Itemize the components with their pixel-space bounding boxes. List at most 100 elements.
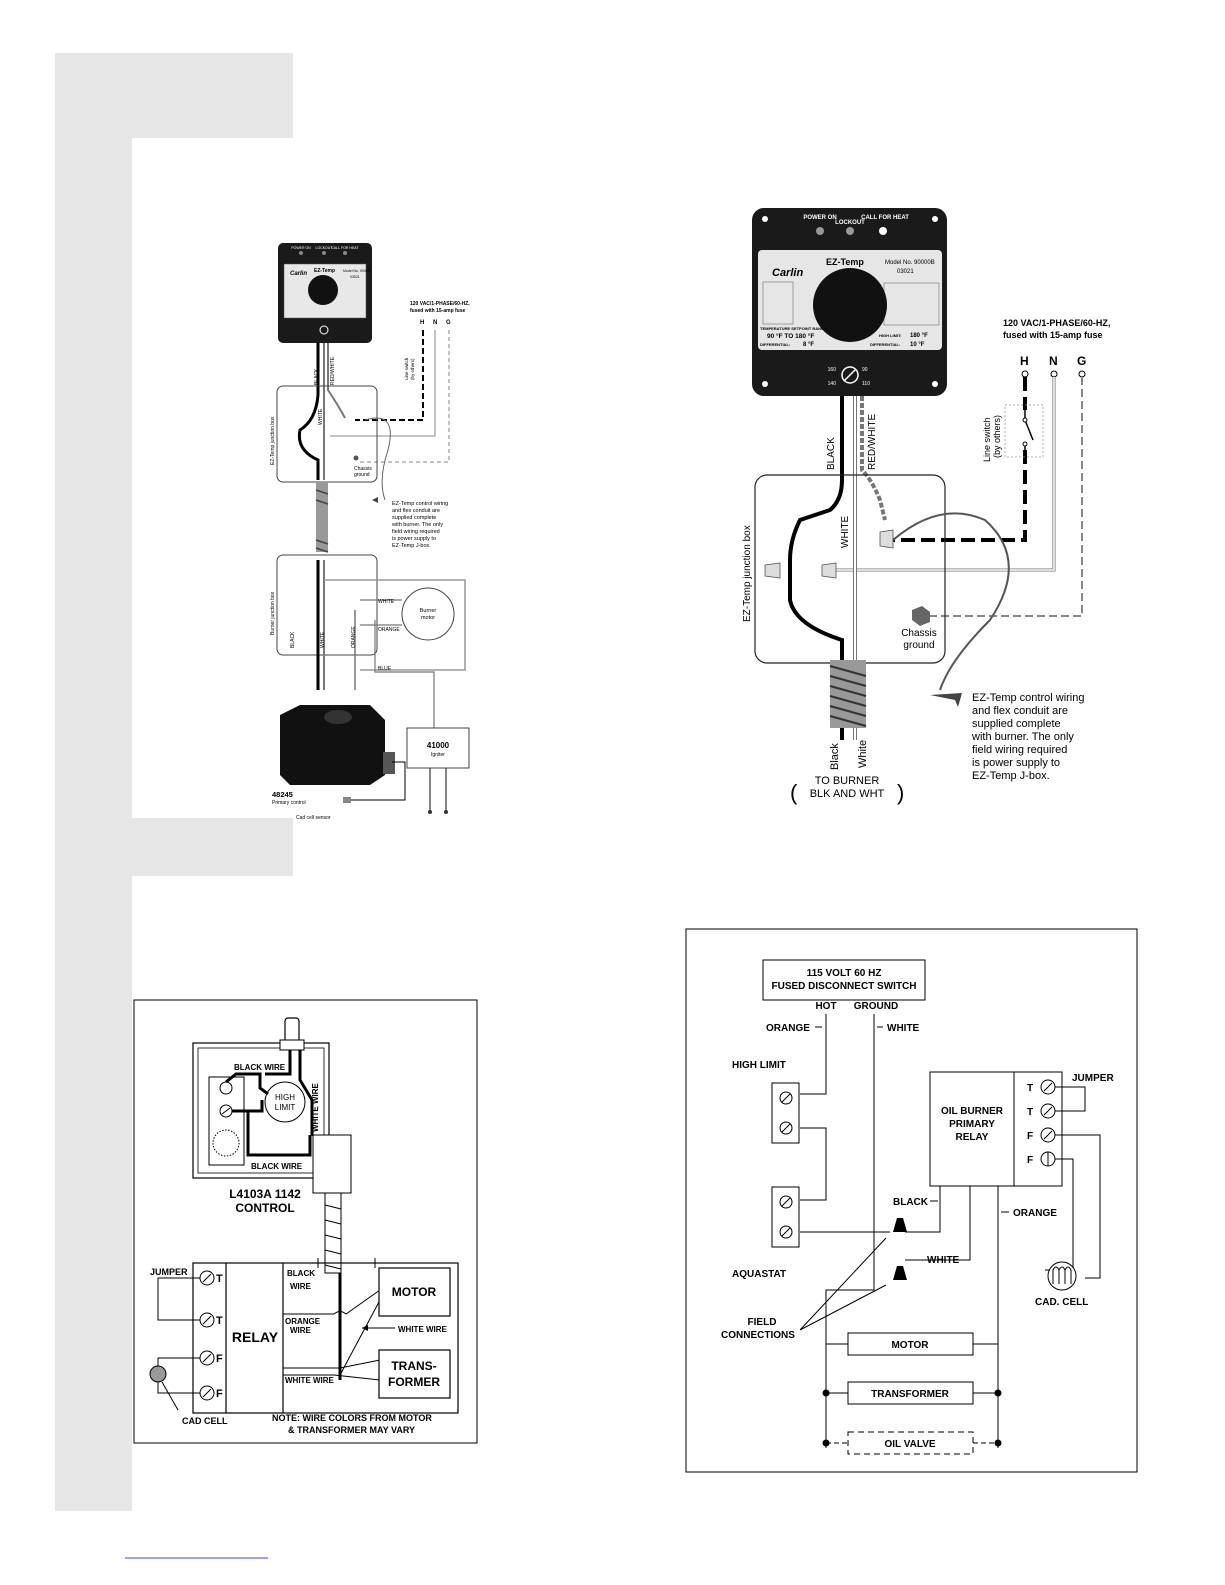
br-wire-nut-2	[893, 1266, 907, 1280]
tl-wire-blue: BLUE	[378, 666, 392, 672]
tl-burner-jbox-label: Burner junction box	[270, 591, 276, 635]
tl-led-lockout: LOCKOUT	[316, 246, 334, 250]
tl-power-note-1: 120 VAC/1-PHASE/60-HZ,	[410, 301, 470, 307]
br-wire-nut-1	[893, 1218, 907, 1232]
tl-cad-cell-sensor: Cad cell sensor	[296, 815, 331, 821]
tl-note-5: is power supply to	[392, 536, 436, 542]
br-field-2: CONNECTIONS	[721, 1330, 795, 1341]
br-field-1: FIELD	[748, 1317, 777, 1328]
bl-white-wire-vertical: WHITE WIRE	[311, 1082, 320, 1132]
tr-spec-diff-val: 8 °F	[803, 342, 814, 348]
bl-high-limit-1: HIGH	[275, 1093, 295, 1102]
br-orange-right: ORANGE	[1013, 1208, 1057, 1219]
bl-cad-cell-label: CAD CELL	[182, 1416, 228, 1426]
tr-spec-diff-right: DIFFERENTIAL:	[870, 342, 900, 347]
bl-high-limit	[264, 1081, 306, 1123]
tl-note-6: EZ-Temp J-box.	[392, 543, 431, 549]
tl-igniter	[406, 727, 470, 769]
tr-lead-black: Black	[829, 743, 841, 770]
bl-control-title-1: L4103A 1142	[229, 1187, 301, 1201]
tr-terminal-n: N	[1049, 354, 1058, 368]
tr-spec-high-val: 180 °F	[910, 333, 928, 339]
tr-note-3: with burner. The only	[971, 731, 1074, 743]
tr-spec-high-limit: HIGH LIMIT:	[879, 333, 901, 338]
br-terminal-t1: T	[1027, 1083, 1033, 1094]
bl-black-wire-label-2: WIRE	[290, 1282, 312, 1291]
tl-wire-orange: ORANGE	[351, 626, 357, 648]
tl-line-switch-1: Line switch	[404, 357, 409, 380]
tr-device-code: 03021	[897, 269, 914, 275]
br-primary-relay	[929, 1071, 1015, 1187]
svg-text:): )	[897, 780, 904, 805]
tr-wire-redwhite: RED/WHITE	[867, 414, 878, 470]
br-relay-1: OIL BURNER	[941, 1106, 1004, 1117]
tr-device-model: Model No. 90000B	[885, 260, 935, 266]
tr-jbox-label: EZ-Temp junction box	[742, 525, 753, 622]
tr-led-call: CALL FOR HEAT	[861, 215, 909, 221]
bl-orange-wire-label-1: ORANGE	[285, 1317, 321, 1326]
tl-device-model: Model No. 90000	[343, 269, 370, 273]
tl-note-1: and flex conduit are	[392, 508, 440, 514]
tr-dial-140: 140	[828, 381, 837, 387]
tr-note-4: field wiring required	[972, 744, 1067, 756]
tr-led-lockout-dot	[846, 227, 854, 235]
bl-terminal-t1: T	[216, 1273, 223, 1285]
tr-led-call-dot	[879, 227, 887, 235]
tr-setpoint-dial	[813, 268, 887, 342]
br-terminal-t2: T	[1027, 1107, 1033, 1118]
panel-top-right-wiring: POWER ON LOCKOUT CALL FOR HEAT Carlin EZ…	[742, 208, 1110, 805]
tr-dial-160: 160	[828, 367, 837, 373]
tl-led-power: POWER ON	[291, 246, 311, 250]
br-white-mid: WHITE	[927, 1255, 960, 1266]
bl-black-wire-bottom: BLACK WIRE	[251, 1162, 303, 1171]
bl-white-wire-bottom: WHITE WIRE	[285, 1376, 335, 1385]
br-orange-top: ORANGE	[766, 1023, 810, 1034]
tr-terminal-g: G	[1077, 354, 1086, 368]
br-oil-valve	[847, 1431, 974, 1455]
tl-primary-label: Primary control	[272, 800, 306, 806]
tl-device-code: 03021	[350, 275, 360, 279]
bl-terminal-t2: T	[216, 1315, 223, 1327]
bl-transformer-2: FORMER	[388, 1375, 440, 1389]
tl-wire-black: BLACK	[314, 368, 320, 385]
br-oil-valve-label: OIL VALVE	[884, 1439, 935, 1450]
tl-note-4: field wiring required	[392, 529, 440, 535]
tl-igniter-model: 41000	[427, 741, 450, 750]
bl-note-2: & TRANSFORMER MAY VARY	[288, 1425, 415, 1435]
tl-device-title: EZ-Temp	[314, 268, 335, 274]
tl-terminal-h: H	[420, 320, 424, 326]
br-terminal-f1: F	[1027, 1131, 1033, 1142]
tr-note-2: supplied complete	[972, 718, 1061, 730]
bl-relay	[192, 1262, 459, 1414]
tr-chassis-ground-2: ground	[903, 640, 934, 651]
tr-device-brand: Carlin	[772, 267, 803, 279]
br-jumper: JUMPER	[1072, 1073, 1114, 1084]
tr-to-burner-2: BLK AND WHT	[810, 788, 885, 800]
tr-led-power: POWER ON	[803, 215, 836, 221]
bl-black-wire-top: BLACK WIRE	[234, 1063, 286, 1072]
br-motor	[847, 1332, 974, 1356]
tl-terminal-g: G	[446, 320, 451, 326]
tl-wire-white-2: WHITE	[320, 631, 326, 648]
tl-wire-black-2: BLACK	[290, 631, 296, 648]
bl-relay-label: RELAY	[232, 1329, 279, 1345]
tr-note-6: EZ-Temp J-box.	[972, 770, 1050, 782]
bl-jumper: JUMPER	[150, 1267, 188, 1277]
tr-note-5: is power supply to	[972, 757, 1060, 769]
tr-wire-black: BLACK	[826, 437, 837, 470]
tr-led-power-dot	[816, 227, 824, 235]
bl-transformer	[378, 1349, 451, 1399]
tr-device-title: EZ-Temp	[826, 257, 864, 267]
tr-terminal-h: H	[1020, 354, 1029, 368]
tr-line-switch-1: Line switch	[982, 417, 992, 462]
br-black: BLACK	[893, 1197, 929, 1208]
tl-line-switch-2: (by others)	[410, 358, 415, 380]
tl-burner-motor-1: Burner	[420, 608, 437, 614]
br-white-top: WHITE	[887, 1023, 920, 1034]
tl-terminal-n: N	[433, 320, 437, 326]
panel-top-left-wiring: POWER ON LOCKOUT CALL FOR HEAT Carlin EZ…	[270, 243, 470, 821]
tr-note-1: and flex conduit are	[972, 705, 1068, 717]
bl-note-1: NOTE: WIRE COLORS FROM MOTOR	[272, 1413, 432, 1423]
tl-chassis-ground-1: Chassis	[354, 466, 372, 472]
